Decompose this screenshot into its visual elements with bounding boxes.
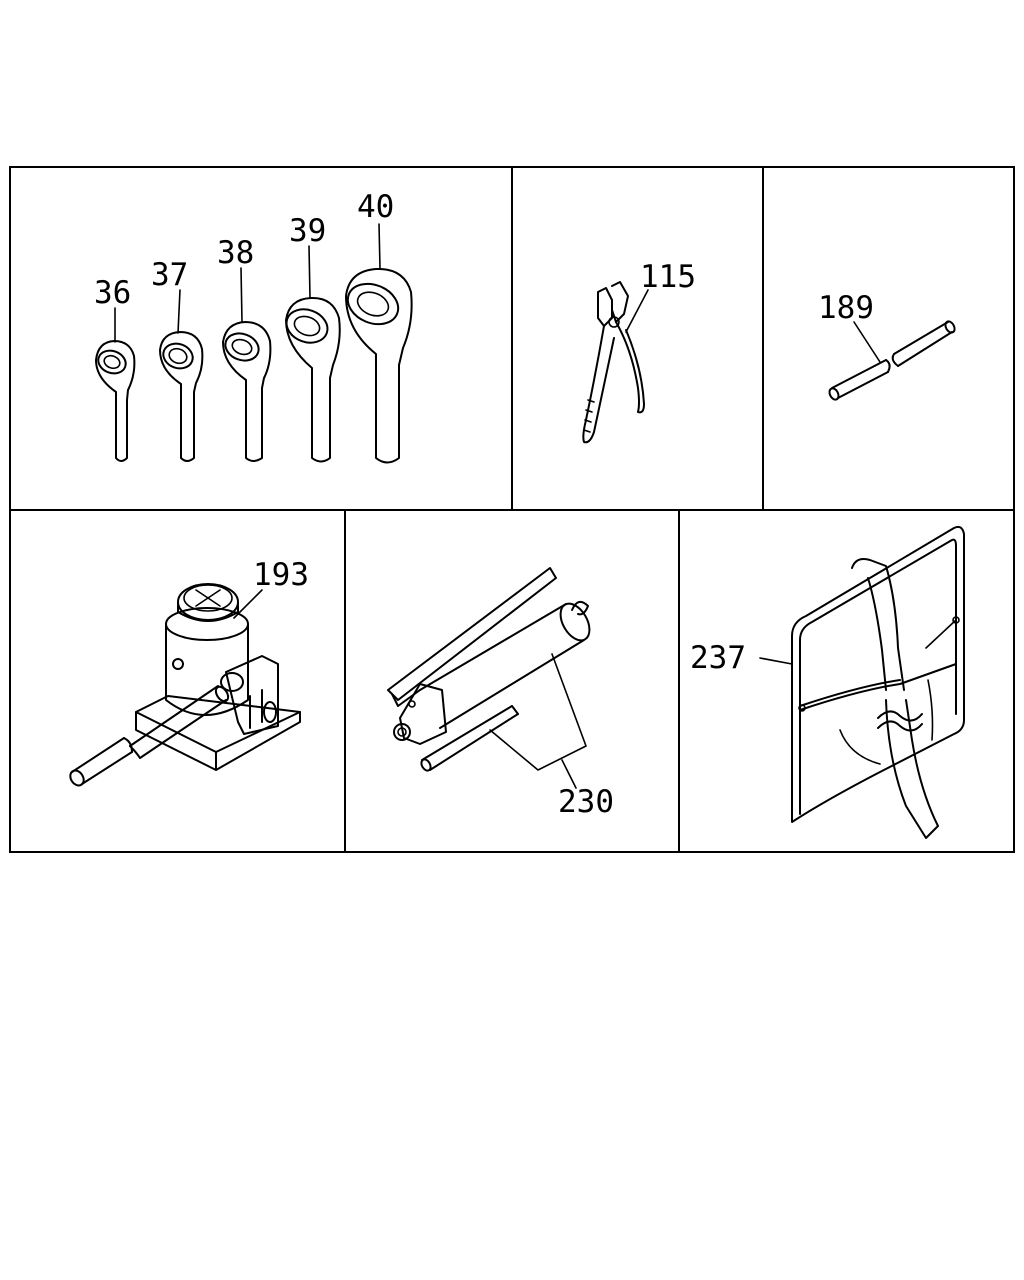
- callout-189: 189: [818, 290, 874, 326]
- callout-39: 39: [289, 213, 326, 249]
- rod-group: 189: [818, 290, 956, 401]
- callout-115: 115: [640, 259, 696, 295]
- rod-icon: [828, 320, 956, 401]
- bottle-jack-icon: [69, 583, 301, 787]
- tool-bag-icon: [791, 525, 965, 839]
- callout-36: 36: [94, 275, 131, 311]
- grease-gun-icon: [387, 567, 591, 772]
- wrench-icon: [95, 340, 136, 462]
- panel-frames: [9, 166, 1015, 853]
- jack-group: 193: [69, 557, 309, 787]
- callout-37: 37: [151, 257, 188, 293]
- pliers-group: 115: [582, 259, 696, 444]
- callout-38: 38: [217, 235, 254, 271]
- wrench-group: 36 37 38 39 40: [94, 189, 413, 464]
- grease-gun-group: 230: [387, 567, 614, 820]
- wrench-icon: [159, 331, 204, 462]
- wrench-icon: [285, 296, 341, 463]
- wrench-icon: [345, 267, 413, 464]
- callout-230: 230: [558, 784, 614, 820]
- wrench-icon: [222, 321, 272, 462]
- callout-237: 237: [690, 640, 746, 676]
- tool-bag-group: 237: [690, 525, 965, 839]
- pliers-icon: [582, 281, 645, 444]
- callout-193: 193: [253, 557, 309, 593]
- callout-40: 40: [357, 189, 394, 225]
